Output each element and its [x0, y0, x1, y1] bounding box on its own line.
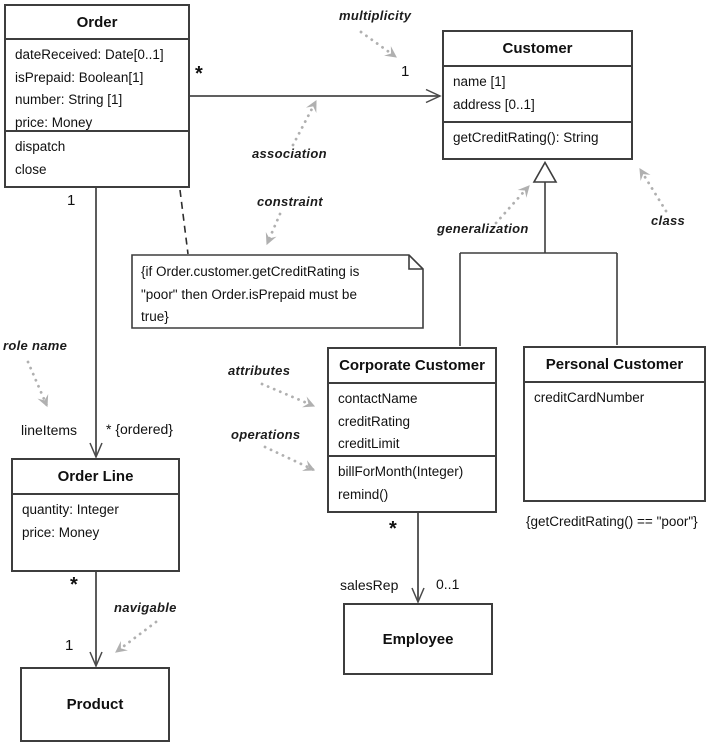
- navigable-arrow-icon: [114, 620, 158, 654]
- open-arrowhead: [411, 587, 425, 604]
- class-title-corporate-customer: Corporate Customer: [339, 357, 485, 374]
- note-line: true}: [141, 309, 169, 324]
- attribute: creditLimit: [338, 436, 400, 451]
- attribute: dateReceived: Date[0..1]: [15, 47, 164, 62]
- class-box-order-line: Order Line quantity: Integer price: Mone…: [11, 458, 180, 572]
- callout-multiplicity: multiplicity: [339, 8, 412, 23]
- attribute: address [0..1]: [453, 96, 535, 112]
- multiplicity-label-orderline-many: *: [70, 574, 78, 596]
- class-box-product: Product: [20, 667, 170, 742]
- open-arrowhead: [425, 88, 442, 104]
- annotation-arrows: [26, 30, 668, 654]
- operation: close: [15, 161, 47, 177]
- operation: billForMonth(Integer): [338, 464, 464, 479]
- class-title-personal-customer: Personal Customer: [545, 356, 684, 373]
- class-box-employee: Employee: [343, 603, 493, 675]
- association-orderline-product: [89, 572, 103, 668]
- customer-operations-compartment: getCreditRating(): String: [444, 121, 631, 158]
- callout-role-name: role name: [3, 338, 68, 353]
- attribute: price: Money: [15, 114, 93, 130]
- operation: getCreditRating(): String: [453, 130, 599, 145]
- multiplicity-label-order-one: 1: [67, 192, 76, 209]
- class-box-personal-customer: Personal Customer creditCardNumber: [523, 346, 706, 502]
- corporate-operations-compartment: billForMonth(Integer) remind(): [329, 455, 495, 511]
- order-operations-compartment: dispatch close: [6, 130, 188, 186]
- operation: remind(): [338, 486, 389, 502]
- callout-generalization: generalization: [437, 221, 529, 236]
- corporate-attributes-compartment: contactName creditRating creditLimit: [329, 382, 495, 455]
- association-order-customer: [190, 88, 442, 104]
- generalization-arrow-icon: [494, 184, 531, 225]
- attribute: quantity: Integer: [22, 502, 119, 517]
- attribute: isPrepaid: Boolean[1]: [15, 69, 144, 85]
- constraint-note-text: {if Order.customer.getCreditRating is "p…: [141, 261, 419, 329]
- association-corporate-employee: [411, 513, 425, 604]
- customer-attributes-compartment: name [1] address [0..1]: [444, 65, 631, 121]
- association-arrow-icon: [291, 99, 318, 147]
- attribute: contactName: [338, 391, 418, 406]
- attribute: creditRating: [338, 413, 411, 429]
- role-name-arrow-icon: [26, 360, 49, 408]
- class-title-order: Order: [76, 13, 118, 31]
- personal-customer-constraint-label: {getCreditRating() == "poor"}: [526, 514, 698, 529]
- callout-class: class: [651, 213, 686, 228]
- multiplicity-label-order-many: *: [195, 63, 203, 85]
- constraint-link: [179, 189, 189, 255]
- generalization-triangle-icon: [532, 160, 558, 183]
- association-order-orderline: [89, 188, 103, 459]
- multiplicity-label-product-one: 1: [65, 637, 74, 654]
- attribute: name [1]: [453, 74, 506, 89]
- note-line: {if Order.customer.getCreditRating is: [141, 264, 360, 279]
- class-box-corporate-customer: Corporate Customer contactName creditRat…: [327, 347, 497, 513]
- callout-constraint: constraint: [257, 194, 323, 209]
- multiplicity-label-employee: 0..1: [436, 576, 460, 592]
- operations-arrow-icon: [263, 445, 316, 472]
- operation: dispatch: [15, 139, 66, 154]
- callout-navigable: navigable: [114, 600, 177, 615]
- order-attributes-compartment: dateReceived: Date[0..1] isPrepaid: Bool…: [6, 38, 188, 130]
- callout-attributes: attributes: [228, 363, 291, 378]
- class-title-order-line: Order Line: [57, 468, 134, 485]
- multiplicity-label-corporate-many: *: [389, 518, 397, 540]
- multiplicity-arrow-icon: [359, 30, 398, 59]
- class-box-order: Order dateReceived: Date[0..1] isPrepaid…: [4, 4, 190, 188]
- attribute: number: String [1]: [15, 92, 123, 107]
- attribute: creditCardNumber: [534, 390, 645, 405]
- role-label-salesrep: salesRep: [340, 577, 399, 593]
- multiplicity-label-customer-one: 1: [401, 63, 410, 80]
- callout-operations: operations: [231, 427, 301, 442]
- generalization-tree: [459, 160, 618, 346]
- multiplicity-label-ordered: * {ordered}: [106, 421, 173, 437]
- note-line: "poor" then Order.isPrepaid must be: [141, 286, 357, 302]
- class-arrow-icon: [638, 167, 668, 213]
- role-label-lineitems: lineItems: [21, 422, 78, 438]
- callout-association: association: [252, 146, 327, 161]
- constraint-arrow-icon: [265, 212, 282, 246]
- open-arrowhead: [89, 442, 103, 459]
- personal-attributes-compartment: creditCardNumber: [525, 381, 704, 500]
- attribute: price: Money: [22, 524, 100, 540]
- attributes-arrow-icon: [260, 382, 316, 408]
- note-dogear-icon: [408, 255, 423, 270]
- class-title-product: Product: [66, 696, 124, 713]
- class-box-customer: Customer name [1] address [0..1] getCred…: [442, 30, 633, 160]
- open-arrowhead: [89, 651, 103, 668]
- note-shape: [131, 254, 424, 329]
- class-title-employee: Employee: [382, 630, 454, 648]
- class-title-customer: Customer: [502, 40, 573, 57]
- orderline-attributes-compartment: quantity: Integer price: Money: [13, 493, 178, 570]
